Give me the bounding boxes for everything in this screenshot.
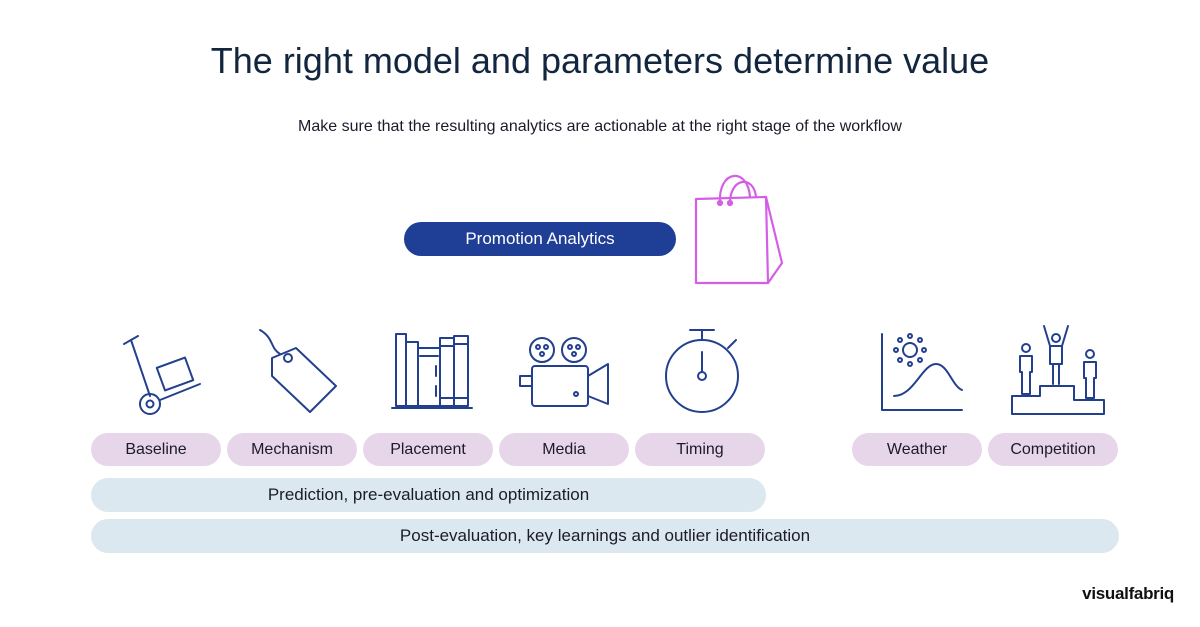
weather-chart-icon — [881, 333, 963, 411]
video-camera-icon — [519, 337, 609, 407]
price-tag-icon — [259, 329, 337, 413]
chip-timing: Timing — [635, 433, 765, 466]
brand-logo: visualfabriq — [1082, 584, 1174, 603]
chip-mechanism: Mechanism — [227, 433, 357, 466]
page-subtitle: Make sure that the resulting analytics a… — [298, 118, 902, 135]
podium-icon — [1011, 325, 1105, 415]
chip-media: Media — [499, 433, 629, 466]
post-evaluation-band: Post-evaluation, key learnings and outli… — [91, 519, 1119, 553]
chip-placement: Placement — [363, 433, 493, 466]
prediction-band: Prediction, pre-evaluation and optimizat… — [91, 478, 766, 512]
stopwatch-icon — [665, 329, 739, 413]
shopping-bag-icon — [694, 174, 784, 285]
shelf-icon — [391, 333, 473, 409]
chip-competition: Competition — [988, 433, 1118, 466]
promotion-analytics-pill: Promotion Analytics — [404, 222, 676, 256]
chip-weather: Weather — [852, 433, 982, 466]
page-title: The right model and parameters determine… — [210, 40, 990, 81]
chip-baseline: Baseline — [91, 433, 221, 466]
hand-truck-icon — [123, 335, 201, 415]
